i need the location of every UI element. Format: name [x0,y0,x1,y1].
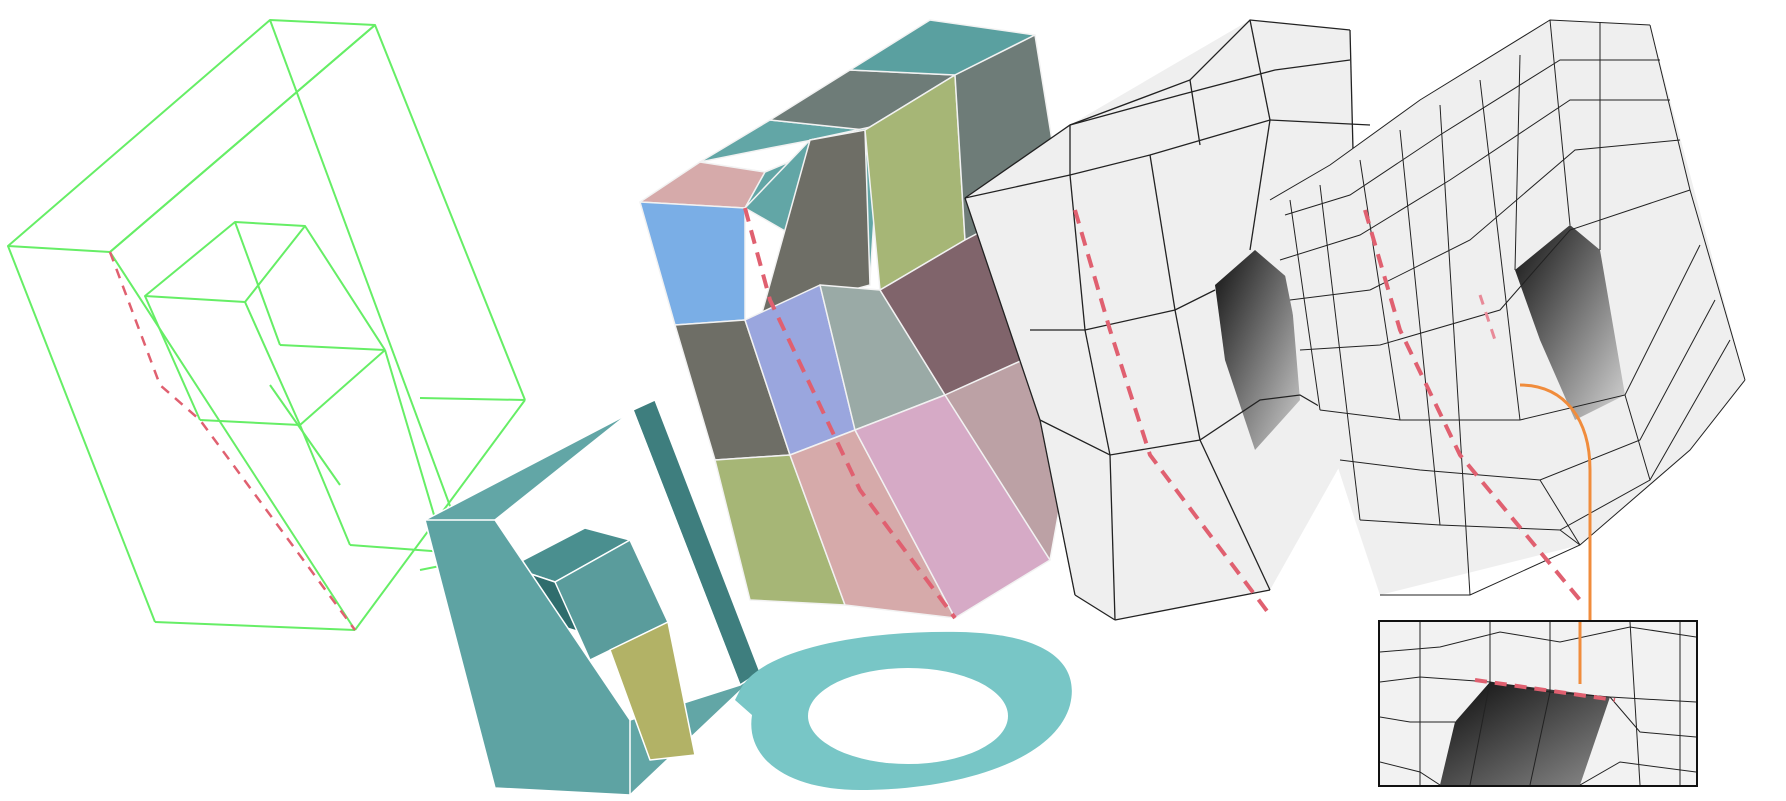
refined-mesh-edges [1269,19,1746,596]
hidden-seam-line [1478,294,1497,341]
frame-lower-face [424,519,631,796]
inset-hole [1440,682,1610,785]
cut-seam-line [108,251,357,631]
accent-strip [609,621,696,761]
inset-cut-seam [1474,678,1616,702]
cut-seam-line [743,207,957,620]
zoom-inset-frame [1378,620,1698,787]
zoom-callout-line [1519,383,1592,620]
coarse-mesh-surface [965,20,1360,620]
cut-seam-line [1363,209,1582,602]
disk-hole [808,668,1008,764]
cut-seam-line [1073,209,1272,617]
wireframe-edges [7,19,526,631]
refined-mesh-surface [1270,20,1745,595]
coarse-mesh-edges [964,19,1371,621]
zoom-inset-graphic [1380,622,1696,785]
coarse-mesh-hole [1215,250,1300,450]
refined-mesh-hole [1515,225,1625,420]
